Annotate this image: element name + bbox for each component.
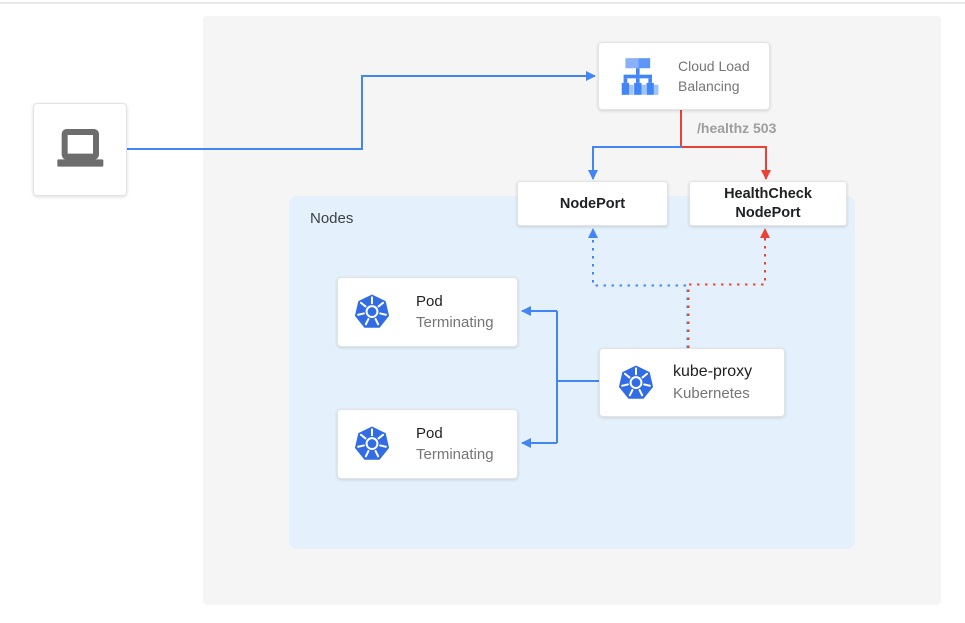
load-balancer-label: Cloud Load Balancing — [678, 58, 750, 94]
pod-status: Terminating — [416, 446, 494, 463]
pod-node-1: Pod Terminating — [337, 277, 518, 347]
nodeport-node: NodePort — [517, 181, 668, 226]
healthz-status-label: /healthz 503 — [697, 120, 777, 136]
load-balancer-icon — [621, 57, 659, 95]
kubernetes-icon — [352, 424, 392, 464]
kube-proxy-subtitle: Kubernetes — [673, 385, 750, 402]
kube-proxy-title: kube-proxy — [673, 363, 753, 380]
kube-proxy-node: kube-proxy Kubernetes — [599, 348, 785, 417]
healthcheck-nodeport-node: HealthCheck NodePort — [689, 181, 847, 226]
nodes-label: Nodes — [310, 210, 354, 227]
pod-node-2: Pod Terminating — [337, 409, 518, 479]
pod-title: Pod — [416, 425, 443, 442]
top-divider — [0, 2, 965, 4]
client-node — [33, 103, 127, 196]
pod-status: Terminating — [416, 314, 494, 331]
nodeport-label: NodePort — [559, 195, 626, 212]
laptop-icon — [57, 128, 104, 167]
healthcheck-nodeport-label: HealthCheck NodePort — [724, 185, 812, 221]
kubernetes-icon — [616, 363, 656, 403]
cloud-load-balancing-node: Cloud Load Balancing — [598, 42, 770, 110]
pod-title: Pod — [416, 293, 443, 310]
kubernetes-icon — [352, 292, 392, 332]
